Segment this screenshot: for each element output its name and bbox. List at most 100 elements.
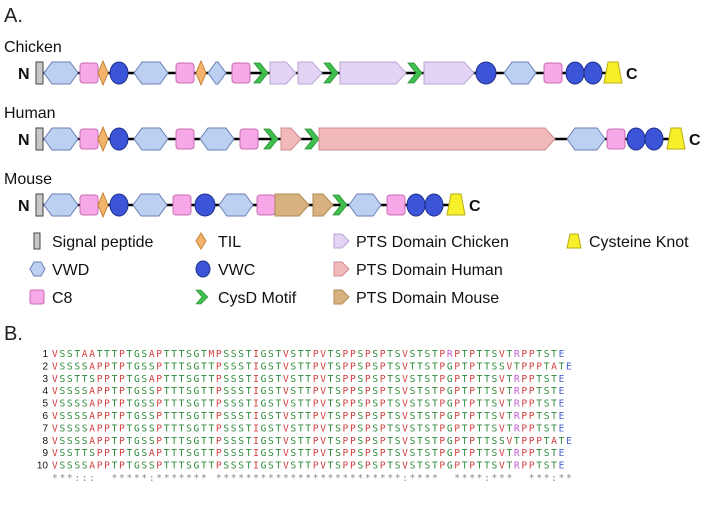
c-terminus-label: C — [469, 198, 481, 215]
domain-c8 — [175, 62, 195, 84]
domain-vwd — [133, 127, 169, 151]
domain-vwd — [199, 127, 235, 151]
legend-item-c8: C8 — [29, 289, 73, 307]
sequence-number: 2 — [42, 361, 48, 372]
sequence-number: 1 — [42, 349, 48, 360]
domain-vwd — [43, 61, 79, 85]
domain-c8 — [79, 62, 99, 84]
n-terminus-label: N — [18, 198, 30, 215]
domain-c8 — [79, 128, 99, 150]
domain-vwc — [406, 193, 426, 217]
domain-sp — [35, 193, 44, 217]
domain-ptsc — [339, 61, 407, 85]
domain-vwc — [424, 193, 444, 217]
domain-vwc — [644, 127, 664, 151]
domain-c8 — [256, 194, 276, 216]
domain-c8 — [172, 194, 192, 216]
legend-label: PTS Domain Chicken — [356, 234, 509, 251]
sequence-number: 7 — [42, 423, 48, 434]
sequence-number: 8 — [42, 436, 48, 447]
domain-ptsh — [280, 127, 302, 151]
panel-a-label: A. — [4, 5, 23, 27]
legend-label: VWD — [52, 262, 89, 279]
domain-vwc — [194, 193, 216, 217]
legend-item-ptsm: PTS Domain Mouse — [333, 289, 499, 307]
legend-label: CysD Motif — [218, 290, 297, 307]
sequence-number: 10 — [37, 461, 49, 472]
legend-swatch-vwd — [29, 261, 46, 277]
domain-vwc — [109, 61, 129, 85]
domain-til — [195, 59, 207, 87]
legend-swatch-c8 — [29, 289, 45, 305]
domain-vwd — [207, 61, 227, 85]
domain-cys — [263, 128, 279, 150]
domain-til — [97, 59, 109, 87]
sequence-number: 9 — [42, 448, 48, 459]
domain-ptsc — [269, 61, 297, 85]
sequence-number: 5 — [42, 399, 48, 410]
domain-sp — [35, 127, 44, 151]
domain-cys — [304, 128, 320, 150]
legend-swatch-vwc — [195, 260, 211, 278]
domain-cys — [323, 62, 339, 84]
n-terminus-label: N — [18, 132, 30, 149]
legend-swatch-sp — [33, 232, 41, 250]
domain-sp — [35, 61, 44, 85]
domain-vwd — [43, 127, 79, 151]
domain-ptsm — [274, 193, 310, 217]
sequence-number: 4 — [42, 386, 48, 397]
c-terminus-label: C — [626, 66, 638, 83]
domain-vwd — [566, 127, 606, 151]
panel-b-label: B. — [4, 323, 23, 345]
domain-til — [97, 125, 109, 153]
domain-til — [97, 191, 109, 219]
domain-vwd — [218, 193, 254, 217]
legend-label: C8 — [52, 290, 73, 307]
sequence-number: 6 — [42, 411, 48, 422]
legend-item-ck: Cysteine Knot — [566, 233, 689, 251]
domain-vwd — [43, 193, 79, 217]
domain-vwc — [475, 61, 497, 85]
domain-c8 — [175, 128, 195, 150]
legend-swatch-ck — [566, 233, 582, 249]
domain-ptsh — [318, 127, 556, 151]
domain-vwd — [348, 193, 382, 217]
domain-vwd — [503, 61, 537, 85]
domain-vwc — [109, 193, 129, 217]
legend-swatch-cys — [195, 289, 209, 305]
domain-ptsc — [423, 61, 475, 85]
domain-ck — [446, 193, 466, 216]
domain-c8 — [231, 62, 251, 84]
legend-label: PTS Domain Human — [356, 262, 503, 279]
domain-ck — [666, 127, 686, 150]
domain-vwd — [133, 61, 169, 85]
domain-vwc — [626, 127, 646, 151]
consensus-line: ***::: *****:******* *******************… — [52, 473, 572, 484]
legend-item-sp: Signal peptide — [33, 232, 154, 251]
n-terminus-label: N — [18, 66, 30, 83]
domain-c8 — [386, 194, 406, 216]
domain-ptsm — [312, 193, 334, 217]
legend-item-vwc: VWC — [195, 260, 255, 279]
legend-swatch-ptsm — [333, 289, 350, 305]
c-terminus-label: C — [689, 132, 701, 149]
legend-label: PTS Domain Mouse — [356, 290, 499, 307]
